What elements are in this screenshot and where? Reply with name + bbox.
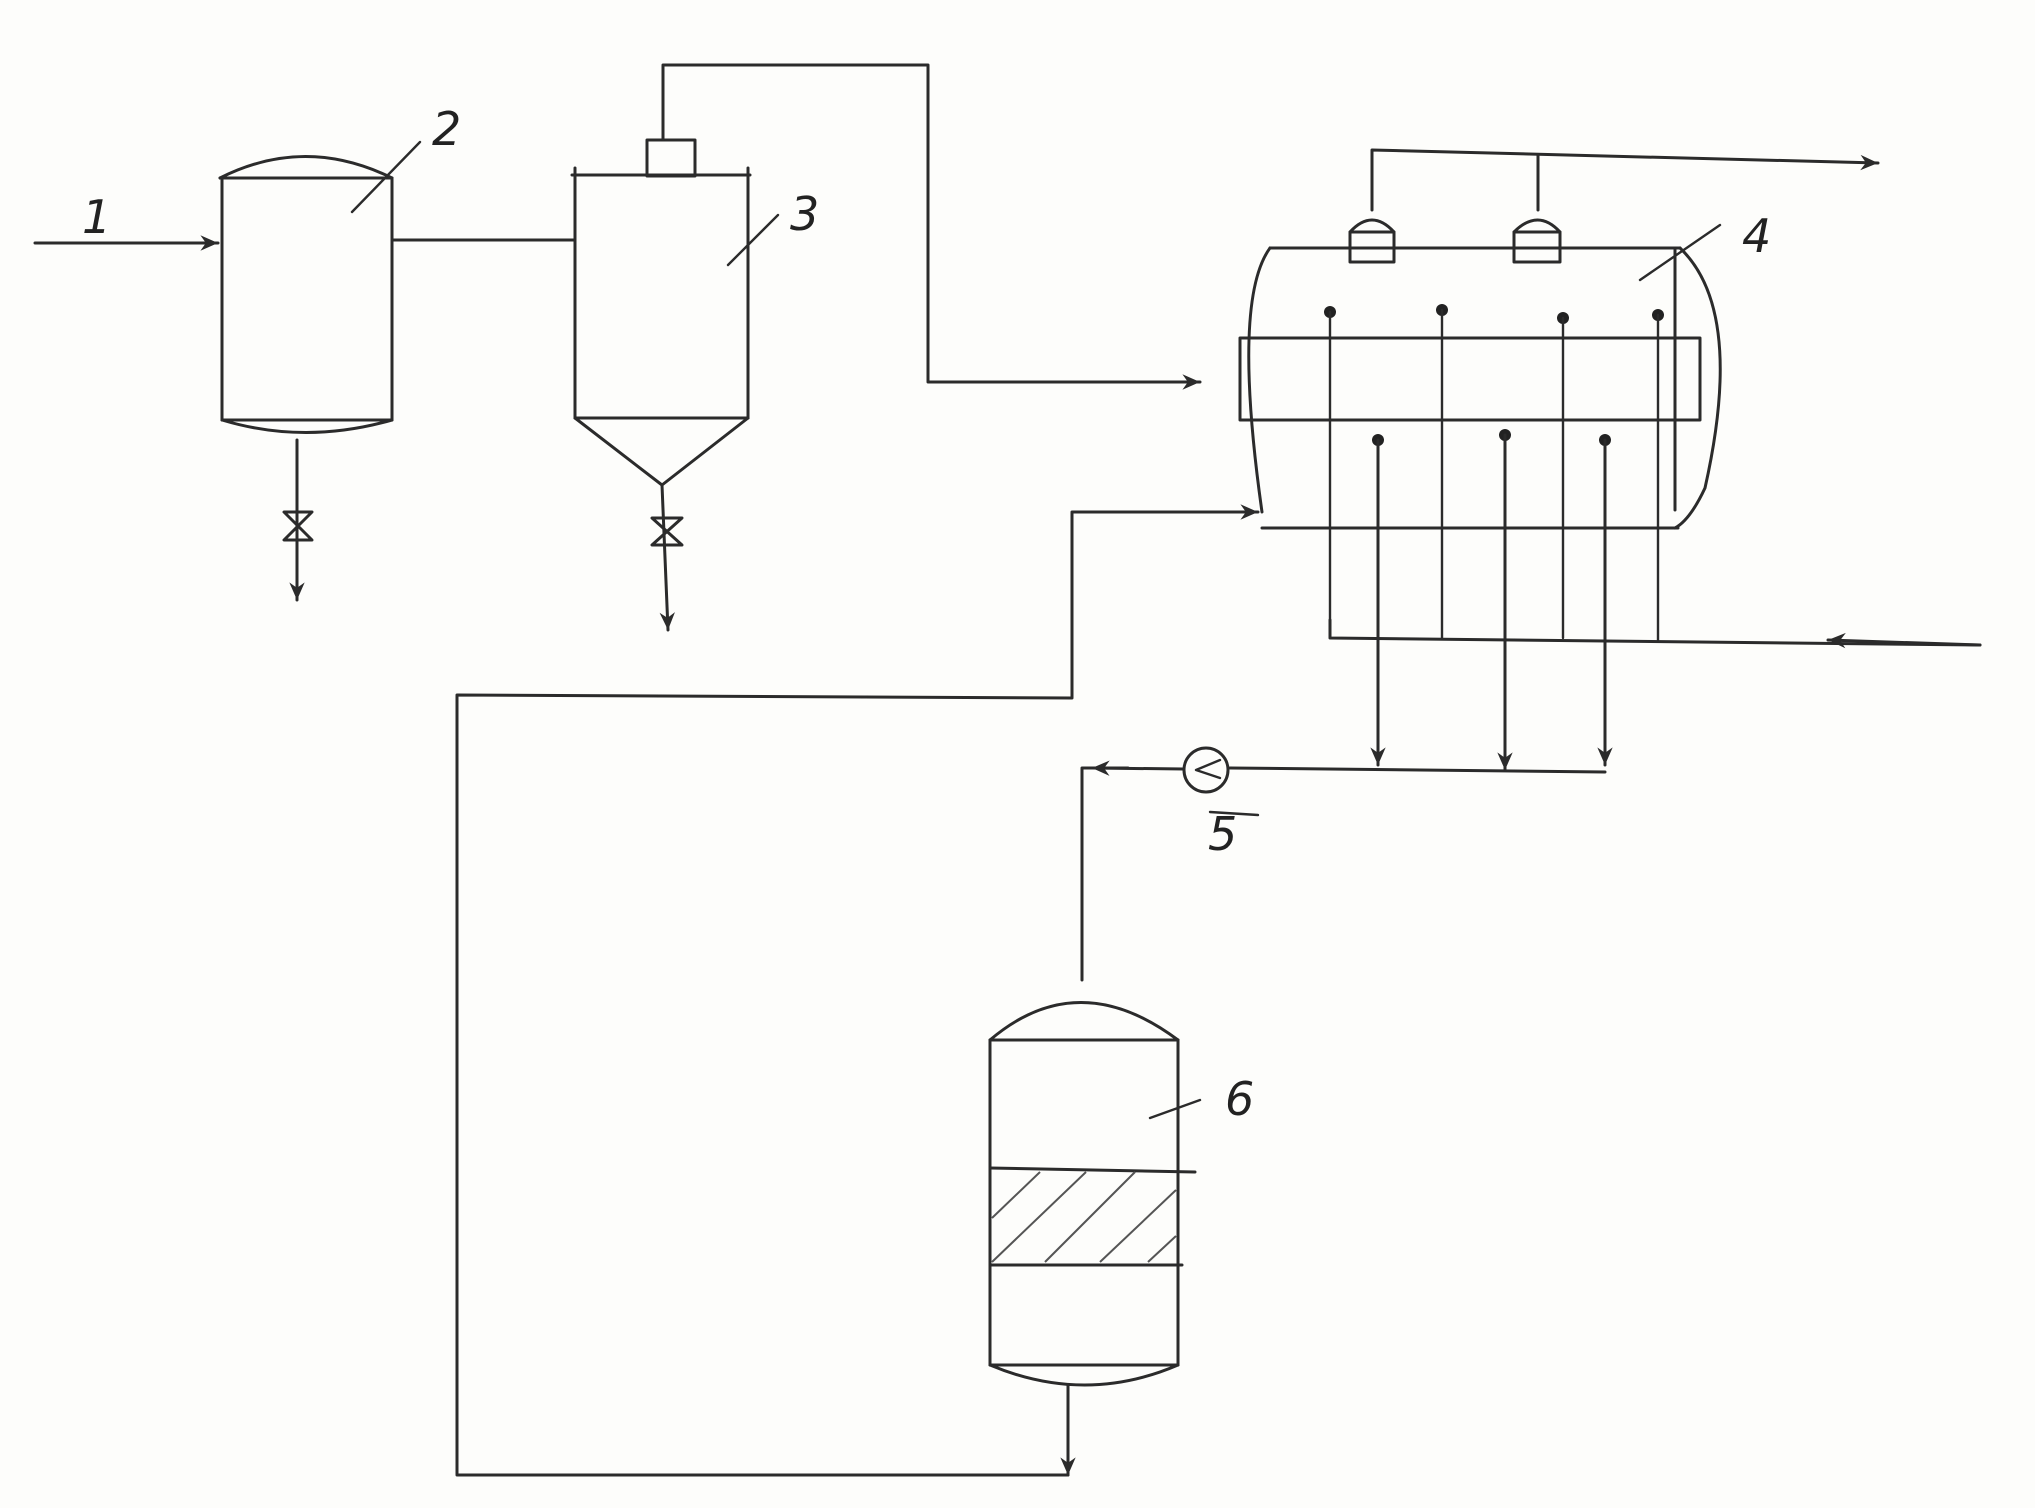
label-2: 2 (432, 102, 461, 156)
leader-3 (726, 213, 780, 267)
pump-5-to-column-6 (1080, 766, 1130, 982)
vessel-2 (218, 155, 394, 602)
return-line-6-to-4 (455, 504, 1260, 1477)
separator-3 (570, 138, 752, 632)
pipe-3-to-4 (661, 63, 1202, 390)
pump-5-discharge-arrow (1090, 760, 1186, 776)
leader-5 (1208, 810, 1260, 817)
pump-5 (1182, 746, 1230, 794)
leader-2 (350, 140, 422, 214)
label-4: 4 (1742, 209, 1771, 263)
horizontal-vessel-4 (1238, 218, 1722, 772)
label-5: 5 (1208, 807, 1237, 861)
column-6 (988, 1001, 1197, 1477)
coolant-header (1328, 618, 1982, 647)
label-3: 3 (790, 187, 819, 241)
label-6: 6 (1225, 1072, 1254, 1126)
condensate-collector (1228, 766, 1607, 774)
leader-4 (1638, 223, 1722, 282)
leader-6 (1148, 1098, 1202, 1120)
coolant-inlet-arrow (1826, 632, 1982, 649)
label-1: 1 (82, 190, 111, 244)
gas-outlet-line (1370, 148, 1880, 212)
